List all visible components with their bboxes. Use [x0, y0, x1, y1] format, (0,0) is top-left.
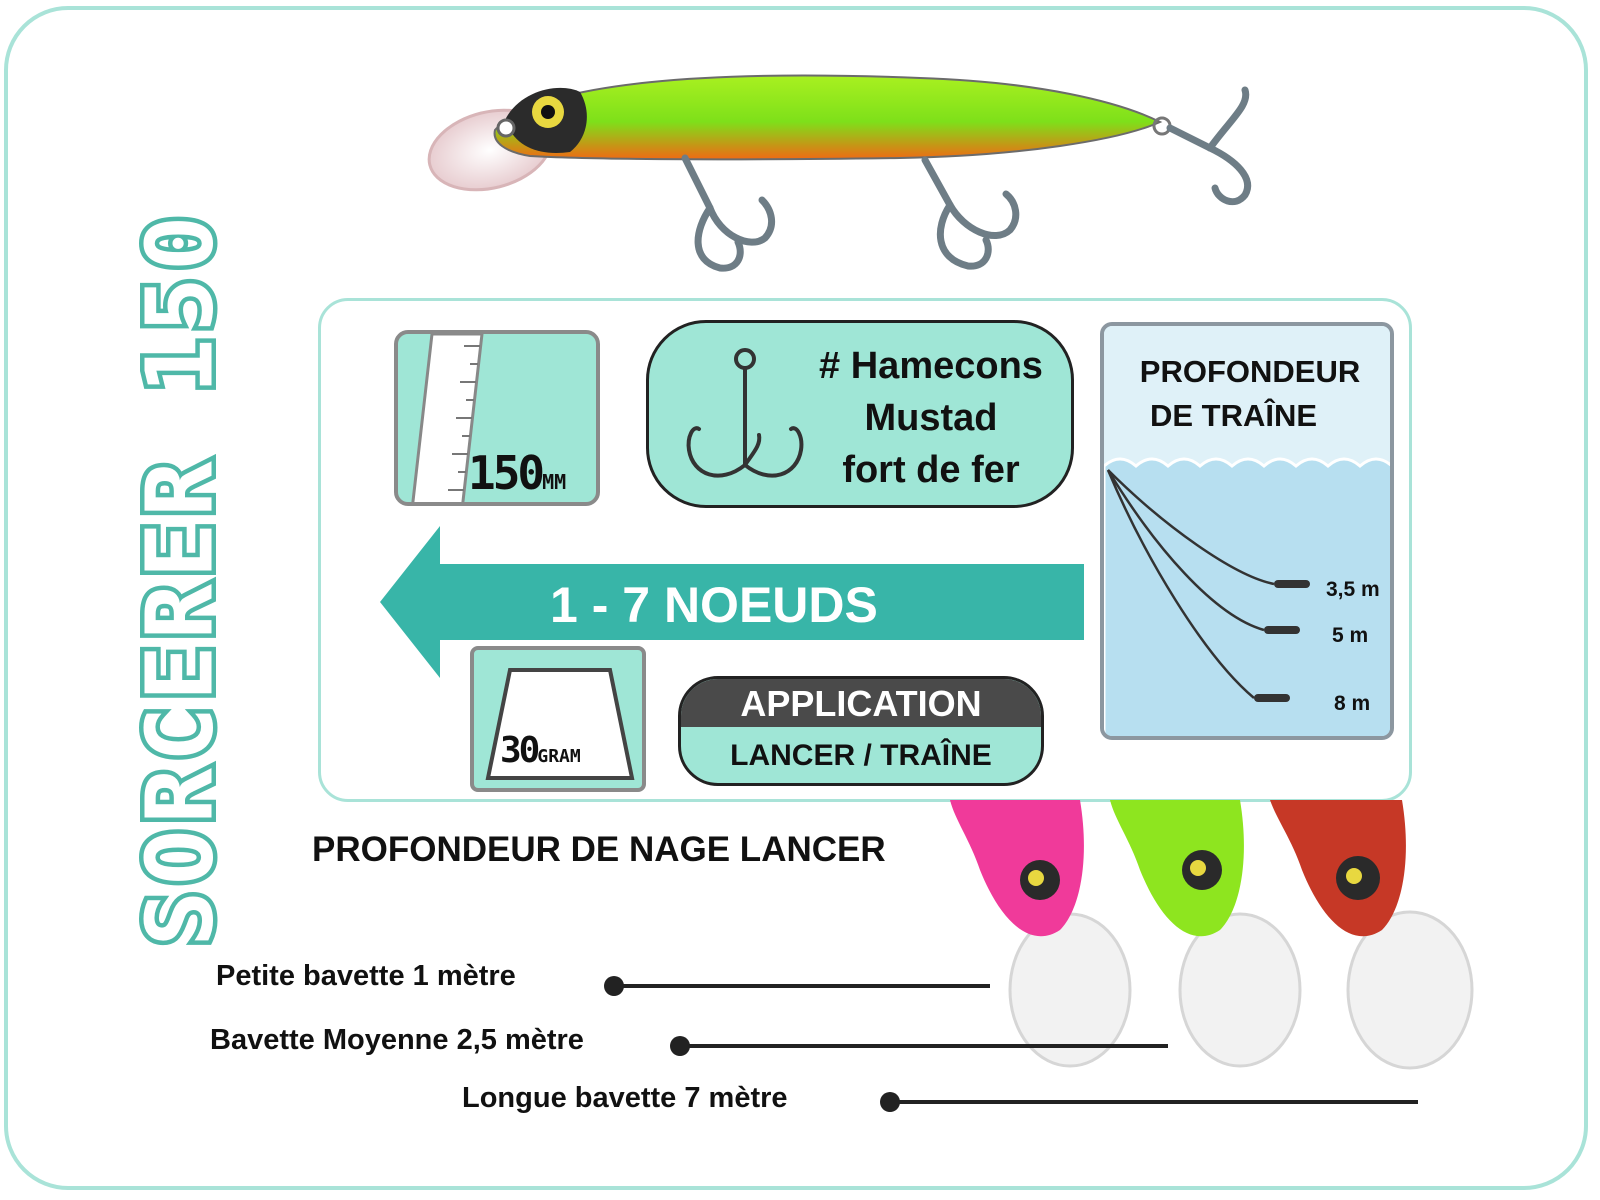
hooks-text: # Hamecons Mustad fort de fer — [800, 340, 1062, 496]
bavette-medium-label: Bavette Moyenne 2,5 mètre — [210, 1024, 584, 1056]
bavette-long-line — [890, 1100, 1418, 1104]
length-box — [394, 330, 600, 506]
lure-top-image — [427, 74, 1251, 272]
depth-lure-2 — [1264, 626, 1300, 634]
product-title-outline: SORCERER 150 — [122, 205, 238, 951]
hooks-line1: # Hamecons — [819, 345, 1043, 387]
hooks-line2: Mustad — [864, 397, 998, 439]
depth-lure-1 — [1274, 580, 1310, 588]
depth-label-1: 3,5 m — [1326, 578, 1380, 601]
application-value: LANCER / TRAÎNE — [730, 739, 992, 772]
weight-box — [470, 646, 646, 792]
treble-hook-icon — [686, 348, 804, 478]
trolling-depth-title-2: DE TRAÎNE — [1150, 398, 1318, 433]
ruler-icon — [411, 334, 484, 502]
application-box: APPLICATION LANCER / TRAÎNE — [678, 676, 1044, 786]
weight-unit: GRAM — [537, 746, 581, 767]
outer-frame — [4, 6, 1588, 1190]
depth-label-3: 8 m — [1334, 692, 1371, 715]
length-value: 150MM — [468, 446, 567, 500]
depth-label-2: 5 m — [1332, 624, 1369, 647]
bavette-small-label: Petite bavette 1 mètre — [216, 960, 516, 992]
trolling-depth-diagram — [1104, 326, 1390, 736]
weight-value: 30GRAM — [500, 730, 581, 771]
bavette-long-label: Longue bavette 7 mètre — [462, 1082, 788, 1114]
weight-icon — [485, 668, 635, 780]
casting-depth-title: PROFONDEUR DE NAGE LANCER — [312, 830, 886, 869]
speed-text: 1 - 7 NOEUDS — [550, 577, 878, 633]
hooks-box — [646, 320, 1074, 508]
trolling-depth-title-1: PROFONDEUR — [1139, 354, 1361, 389]
bavette-medium-line — [680, 1044, 1168, 1048]
application-label: APPLICATION — [681, 679, 1041, 727]
speed-arrow — [380, 526, 1084, 678]
hooks-line3: fort de fer — [842, 449, 1020, 491]
trolling-depth-title: PROFONDEUR DE TRAÎNE — [1116, 350, 1384, 438]
bavette-small-line — [614, 984, 990, 988]
trolling-depth-box — [1100, 322, 1394, 740]
depth-lure-3 — [1254, 694, 1290, 702]
lures-bottom-image — [950, 800, 1474, 1070]
length-unit: MM — [542, 470, 567, 494]
